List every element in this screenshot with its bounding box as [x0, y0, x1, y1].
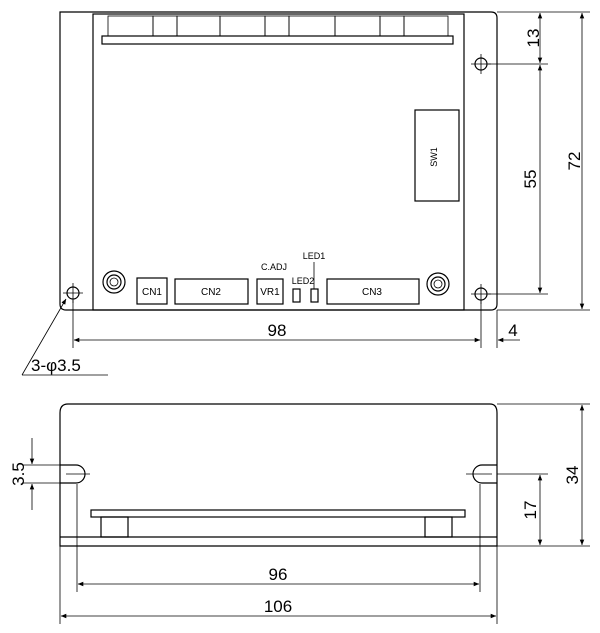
svg-text:VR1: VR1 [260, 287, 280, 298]
svg-text:3.5: 3.5 [9, 462, 28, 486]
dim-106: 106 [59, 546, 498, 624]
dim-3-5: 3.5 [9, 438, 72, 510]
c-adj-label: C.ADJ [261, 262, 287, 272]
cn3-connector: CN3 [326, 278, 420, 305]
mounting-hole-top-right [471, 54, 491, 74]
dim-96: 96 [76, 537, 481, 592]
side-standoff-right [424, 516, 453, 538]
svg-text:3-φ3.5: 3-φ3.5 [31, 356, 81, 375]
vr1-potentiometer: VR1 [256, 278, 284, 305]
svg-text:72: 72 [565, 152, 584, 171]
sw1-switch: SW1 [414, 109, 460, 202]
dim-98: 98 [72, 300, 482, 348]
cn2-connector: CN2 [174, 278, 249, 305]
svg-text:34: 34 [563, 466, 582, 485]
svg-text:55: 55 [521, 170, 540, 189]
top-terminal-blocks [107, 15, 449, 37]
led1-label: LED1 [303, 251, 326, 261]
dim-17: 17 [497, 473, 548, 546]
dim-55: 55 [521, 64, 543, 294]
hole-callout: 3-φ3.5 [21, 298, 108, 376]
standoff-right [426, 272, 450, 296]
slot-right [466, 464, 497, 484]
slot-left [60, 464, 90, 484]
dim-4: 4 [496, 310, 520, 348]
led2-label: LED2 [292, 276, 315, 286]
svg-text:98: 98 [268, 321, 287, 340]
chassis-outline [59, 403, 498, 547]
svg-text:CN3: CN3 [362, 287, 382, 298]
dim-13: 13 [524, 12, 543, 64]
dim-72: 72 [565, 12, 585, 310]
svg-text:106: 106 [264, 597, 292, 616]
side-view: 3.5 34 17 96 106 [9, 403, 590, 624]
svg-text:SW1: SW1 [429, 147, 439, 167]
side-pcb [90, 509, 466, 518]
dim-34: 34 [497, 403, 590, 547]
svg-text:17: 17 [521, 501, 540, 520]
svg-text:13: 13 [524, 29, 543, 48]
base-plate-outline [59, 11, 498, 311]
cn1-connector: CN1 [136, 277, 168, 305]
side-standoff-left [100, 516, 129, 538]
led1 [310, 262, 319, 303]
standoff-left [102, 270, 126, 294]
top-connector-bar [101, 35, 454, 45]
pcb-board [92, 13, 465, 311]
svg-text:CN2: CN2 [201, 287, 221, 298]
svg-text:4: 4 [508, 321, 517, 340]
svg-text:CN1: CN1 [142, 287, 162, 298]
svg-text:96: 96 [269, 565, 288, 584]
led2 [292, 288, 301, 303]
top-view: CN1 CN2 VR1 C.ADJ LED2 LED1 CN3 SW1 [21, 11, 590, 376]
mounting-hole-left [63, 283, 83, 303]
